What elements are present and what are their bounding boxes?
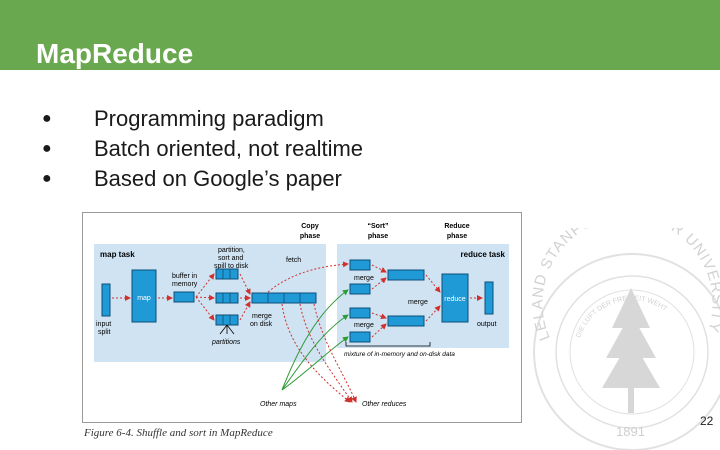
seal-year: 1891 xyxy=(616,424,645,439)
spill-box xyxy=(215,268,239,280)
reduce-box xyxy=(441,273,469,323)
mixture-label: mixture of in-memory and on-disk data xyxy=(344,351,455,358)
buffer-label: buffer in xyxy=(172,273,197,280)
stanford-seal-watermark: LELAND STANFORD JUNIOR UNIVERSITY DIE LU… xyxy=(529,228,720,450)
reduce-label: reduce xyxy=(444,296,466,303)
copy-phase-label: Copy xyxy=(301,223,319,230)
fetched-box xyxy=(349,307,371,319)
spill-box xyxy=(215,314,239,326)
output-label: output xyxy=(477,321,497,328)
input-split-label: input xyxy=(96,321,111,328)
bullet-text: Based on Google’s paper xyxy=(94,166,342,191)
buffer-label-2: memory xyxy=(172,281,198,288)
merge-on-disk-label-2: on disk xyxy=(250,321,273,328)
sort-phase-label-2: phase xyxy=(368,233,388,240)
bullet-dot-icon: ● xyxy=(42,170,52,187)
input-split-label-2: split xyxy=(98,329,111,336)
buffer-box xyxy=(173,291,195,303)
partition-label-3: spill to disk xyxy=(214,263,249,270)
other-reduces-label: Other reduces xyxy=(362,401,407,408)
merge-label-c: merge xyxy=(408,299,428,306)
spill-box xyxy=(215,292,239,304)
merged-box xyxy=(387,315,425,327)
merge-label-b: merge xyxy=(354,322,374,329)
bullet-text: Programming paradigm xyxy=(94,106,324,131)
reduce-phase-label-2: phase xyxy=(447,233,467,240)
fetched-box xyxy=(349,259,371,271)
figure-caption: Figure 6-4. Shuffle and sort in MapReduc… xyxy=(84,427,273,439)
copy-phase-label-2: phase xyxy=(300,233,320,240)
merge-label-a: merge xyxy=(354,275,374,282)
slide-title: MapReduce xyxy=(36,38,194,69)
input-split-box xyxy=(101,283,111,317)
partitions-label: partitions xyxy=(211,339,241,346)
partition-label: partition, xyxy=(218,247,245,254)
fetch-label: fetch xyxy=(286,257,301,264)
sort-phase-label: “Sort” xyxy=(368,223,389,230)
partition-label-2: sort and xyxy=(218,255,243,262)
merged-box xyxy=(387,269,425,281)
bullet-dot-icon: ● xyxy=(42,140,52,157)
bullet-dot-icon: ● xyxy=(42,110,52,127)
shuffle-sort-diagram: Copy phase “Sort” phase Reduce phase map… xyxy=(82,212,522,423)
map-box xyxy=(131,269,157,323)
other-maps-label: Other maps xyxy=(260,401,297,408)
reduce-phase-label: Reduce xyxy=(444,223,469,230)
page-number: 22 xyxy=(700,414,714,428)
map-label: map xyxy=(137,295,151,302)
fetched-box xyxy=(349,283,371,295)
title-bar xyxy=(0,0,720,70)
reduce-task-label: reduce task xyxy=(461,250,506,259)
fetched-box xyxy=(349,331,371,343)
tree-icon xyxy=(602,288,660,413)
output-box xyxy=(484,281,494,315)
map-task-label: map task xyxy=(100,250,135,259)
bullet-text: Batch oriented, not realtime xyxy=(94,136,364,161)
merge-on-disk-label: merge xyxy=(252,313,272,320)
